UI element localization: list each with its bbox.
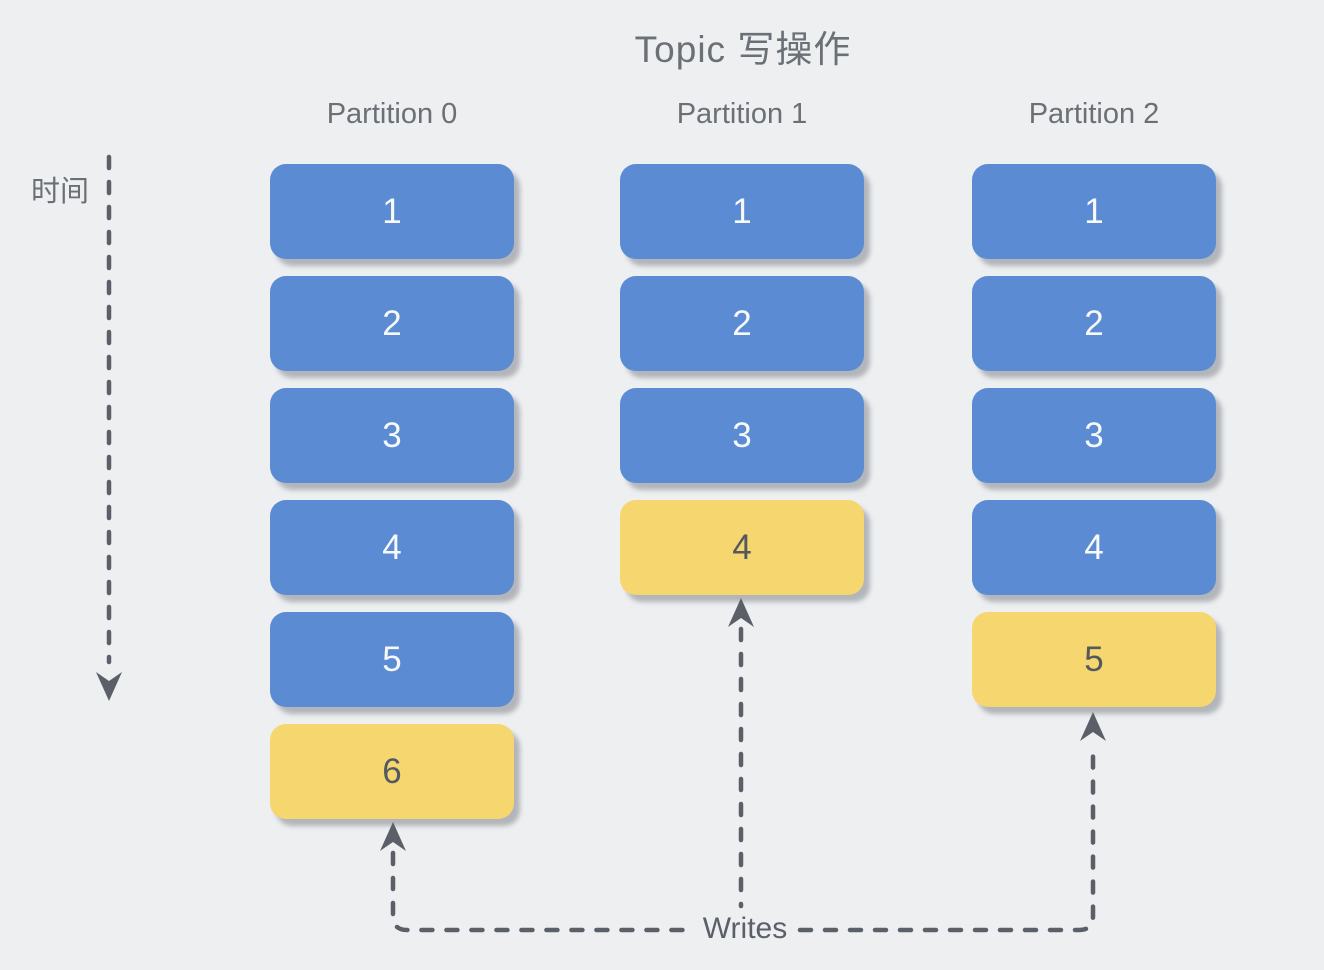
writes-label: Writes bbox=[702, 912, 788, 945]
partition-1-label: Partition 1 bbox=[676, 98, 808, 130]
partition-2-label: Partition 2 bbox=[1028, 98, 1160, 130]
partition-column-1: 1 2 3 4 bbox=[620, 164, 864, 595]
message-block: 4 bbox=[270, 500, 514, 595]
message-block: 5 bbox=[270, 612, 514, 707]
partition-0-label: Partition 0 bbox=[326, 98, 458, 130]
writes-arrow-up-p1-icon bbox=[728, 598, 754, 627]
message-block: 3 bbox=[972, 388, 1216, 483]
message-block: 1 bbox=[270, 164, 514, 259]
message-block: 3 bbox=[620, 388, 864, 483]
message-block: 4 bbox=[972, 500, 1216, 595]
partition-column-0: 1 2 3 4 5 6 bbox=[270, 164, 514, 819]
time-axis-arrow-down-icon bbox=[96, 672, 122, 701]
message-block: 2 bbox=[620, 276, 864, 371]
partition-column-2: 1 2 3 4 5 bbox=[972, 164, 1216, 707]
message-block: 3 bbox=[270, 388, 514, 483]
message-block-new-write: 6 bbox=[270, 724, 514, 819]
diagram-title: Topic 写操作 bbox=[634, 29, 852, 70]
message-block: 1 bbox=[972, 164, 1216, 259]
writes-arrow-up-p2-icon bbox=[1080, 712, 1106, 741]
message-block-new-write: 4 bbox=[620, 500, 864, 595]
message-block: 2 bbox=[972, 276, 1216, 371]
message-block-new-write: 5 bbox=[972, 612, 1216, 707]
writes-connector-left bbox=[390, 850, 693, 933]
writes-arrow-up-p0-icon bbox=[380, 822, 406, 851]
time-axis-label: 时间 bbox=[31, 176, 90, 208]
message-block: 1 bbox=[620, 164, 864, 259]
message-block: 2 bbox=[270, 276, 514, 371]
writes-connector-right bbox=[797, 740, 1096, 933]
